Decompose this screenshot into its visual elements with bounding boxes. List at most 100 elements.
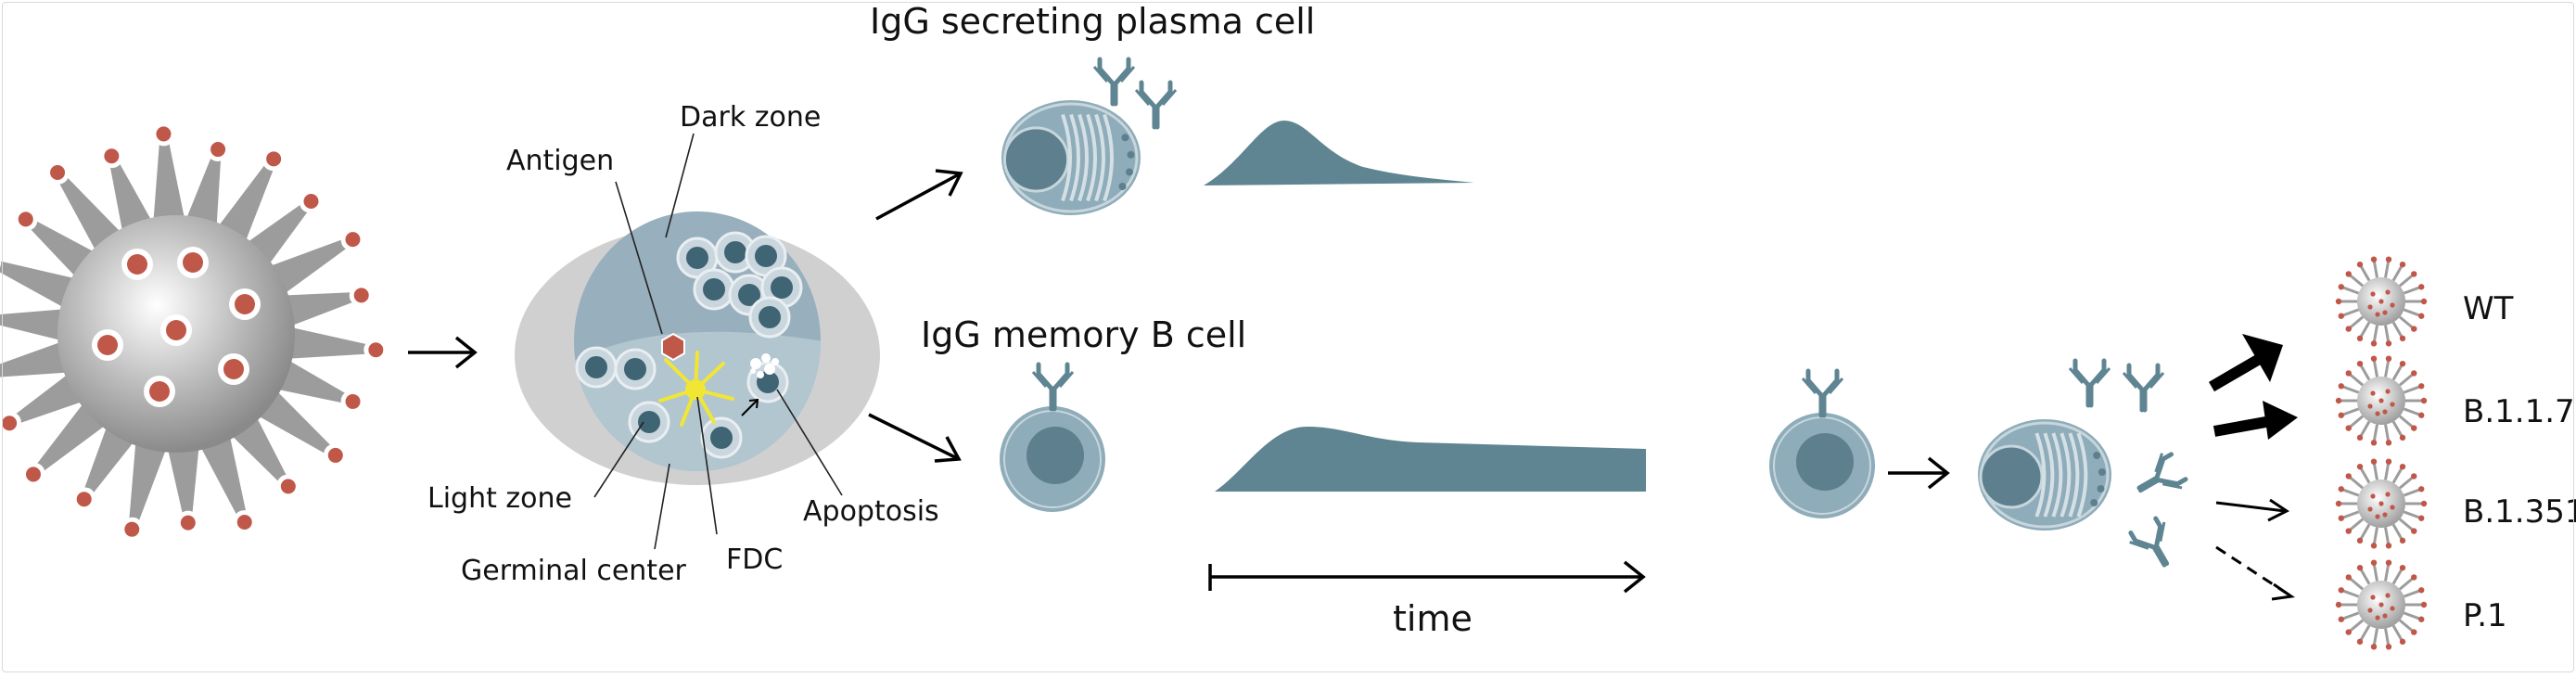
memory-cell-nucleus [1796, 433, 1854, 491]
plasma-antibody-curve [1204, 121, 1474, 185]
spike [287, 326, 369, 359]
endoplasmic-reticulum [2068, 432, 2080, 518]
antibody-icon [2122, 363, 2165, 413]
b-cell-nucleus [738, 284, 760, 306]
surface-protein-core [149, 381, 170, 402]
small-arrow-icon [741, 400, 758, 416]
spike-tip [236, 515, 252, 531]
endoplasmic-reticulum [1069, 113, 1080, 202]
plasma-cell-nucleus [1002, 126, 1070, 193]
endoplasmic-reticulum [1103, 113, 1114, 202]
spike [57, 175, 122, 252]
fdc-cell [658, 351, 734, 427]
apoptotic-cell-debris [750, 353, 779, 378]
endoplasmic-reticulum [2051, 432, 2063, 518]
spike [217, 162, 274, 243]
endoplasmic-reticulum [1061, 113, 1072, 202]
germinal-center [515, 211, 880, 485]
antibody-icon [2068, 358, 2111, 408]
variant-virus-1 [2335, 355, 2428, 446]
spike-tip [76, 492, 92, 507]
spike [167, 445, 199, 516]
spike [0, 309, 65, 341]
b-cell-nucleus [624, 358, 646, 380]
spike [199, 434, 247, 518]
variant-virus-2 [2335, 458, 2428, 549]
memory-cell-curve [1215, 427, 1646, 492]
variant-label-b117: B.1.1.7 [2463, 393, 2575, 430]
spike-tip [303, 193, 319, 209]
gc-b-cells [575, 231, 803, 459]
arrow-to-b1351-thin [2215, 501, 2286, 513]
antibody-icon [1801, 368, 1844, 418]
surface-protein-core [223, 359, 244, 379]
surface-protein-core [166, 320, 186, 340]
endoplasmic-reticulum [2034, 432, 2047, 518]
b-cell-nucleus [724, 241, 746, 263]
spike-tip [25, 467, 41, 482]
spike [153, 141, 185, 223]
surface-protein-core [97, 335, 118, 355]
vesicle [2097, 485, 2105, 493]
variant-label-b1351: B.1.351 [2463, 493, 2576, 531]
spike-tip [2, 416, 18, 431]
spike [0, 261, 77, 309]
antibody-icon [2128, 516, 2170, 568]
neutralization-arrows [2208, 334, 2298, 601]
spike-tip [210, 142, 226, 158]
antibody-icon [1092, 57, 1136, 107]
fdc-label: FDC [726, 544, 783, 576]
spike-cap [0, 258, 2, 268]
vesicle [2098, 468, 2106, 476]
variant-viruses [2335, 256, 2428, 650]
surface-protein-core [235, 294, 255, 314]
spike [268, 238, 349, 295]
endoplasmic-reticulum [1094, 113, 1105, 202]
spike-tip [266, 151, 282, 167]
spike [283, 292, 355, 326]
endoplasmic-reticulum [1086, 113, 1097, 202]
endoplasmic-reticulum [2043, 432, 2055, 518]
vesicle [1121, 134, 1129, 142]
light-zone-label: Light zone [427, 482, 572, 515]
arrow-gc-to-memory [868, 413, 958, 460]
spike-tip [104, 148, 120, 164]
spike [29, 220, 96, 278]
vesicle [2090, 499, 2098, 506]
apoptosis-label: Apoptosis [803, 495, 939, 528]
spike-tip [124, 521, 140, 537]
spike [35, 402, 107, 473]
endoplasmic-reticulum [2076, 432, 2088, 518]
memory-cell-label: IgG memory B cell [921, 314, 1246, 355]
surface-protein-core [183, 252, 203, 273]
b-cell-nucleus [771, 276, 793, 299]
arrow-head [454, 336, 478, 369]
spike [83, 425, 135, 495]
b-cell-nucleus [710, 427, 733, 449]
germinal-center-label: Germinal center [461, 555, 687, 587]
arrow-to-p1-dashed [2215, 545, 2289, 596]
memory-cell-nucleus [1027, 427, 1084, 484]
b-cell-nucleus [638, 411, 660, 433]
spike [13, 373, 84, 424]
spike-tip [50, 164, 66, 180]
antibody-icon [1031, 362, 1075, 412]
igg-plasma-cell-secondary [1978, 419, 2111, 531]
igg-memory-b-cell-reactivated [1769, 368, 1875, 518]
endoplasmic-reticulum [2060, 432, 2072, 518]
spike [275, 359, 348, 403]
variant-label-p1: P.1 [2463, 597, 2507, 634]
spike-tip [280, 479, 296, 494]
vesicle [1127, 150, 1135, 159]
spike-tip [345, 393, 361, 409]
plasma-cell-nucleus [1979, 444, 2044, 509]
spike-tip [18, 211, 33, 227]
antibody-icon [1134, 80, 1178, 130]
vesicle [1126, 168, 1133, 176]
variant-virus-0 [2335, 256, 2428, 347]
spike [109, 161, 153, 234]
antibody-icon [2136, 452, 2188, 493]
spike [185, 155, 222, 227]
